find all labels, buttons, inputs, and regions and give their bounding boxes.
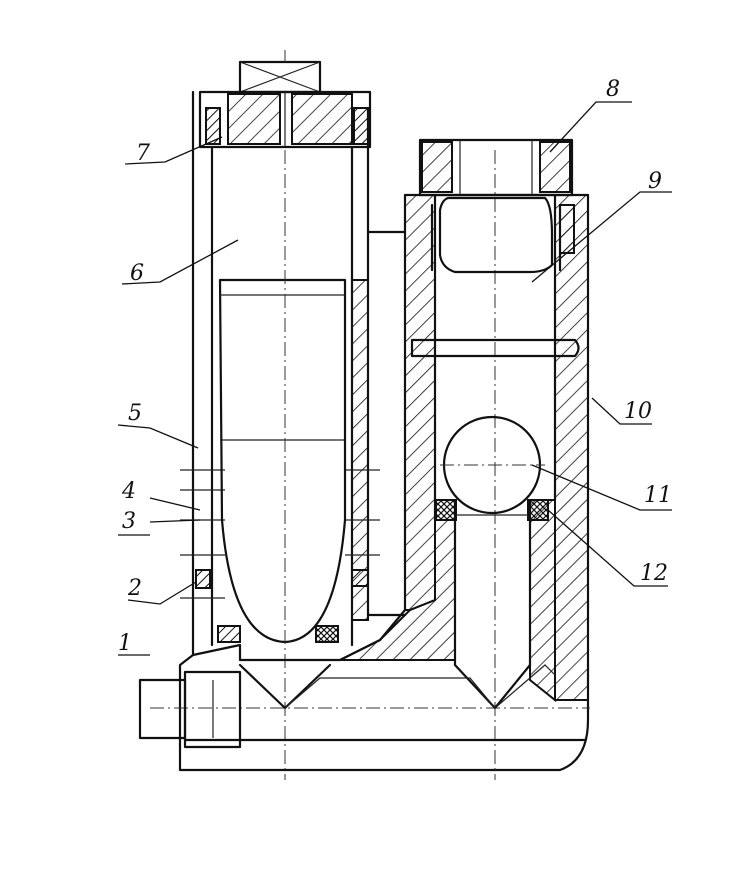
callout-8: 8: [549, 77, 632, 153]
pump-body: [178, 150, 590, 780]
svg-text:4: 4: [121, 479, 136, 504]
svg-text:10: 10: [624, 399, 652, 424]
svg-text:11: 11: [644, 483, 672, 508]
base-passage: [138, 663, 590, 749]
pump-top-nut: [418, 138, 574, 197]
callout-11: 11: [531, 464, 672, 511]
callout-10: 10: [591, 397, 652, 425]
callout-1: 1: [118, 631, 150, 656]
plunger: [217, 150, 347, 780]
svg-text:2: 2: [127, 576, 142, 601]
callout-4: 4: [121, 479, 201, 511]
large-cylinder-body: [180, 90, 380, 657]
callout-6: 6: [121, 239, 239, 286]
check-valve: [435, 415, 549, 521]
svg-text:5: 5: [128, 401, 142, 426]
svg-text:8: 8: [606, 77, 620, 102]
callout-3: 3: [118, 509, 201, 536]
pump-piston: [430, 196, 575, 274]
svg-text:3: 3: [122, 509, 136, 534]
callout-2: 2: [127, 576, 197, 605]
callout-7: 7: [124, 136, 223, 166]
callout-12: 12: [547, 509, 668, 587]
ram-head: [198, 90, 372, 149]
svg-text:9: 9: [648, 169, 662, 194]
svg-text:12: 12: [640, 561, 668, 586]
cross-pin: [410, 338, 580, 358]
callout-9: 9: [531, 169, 672, 283]
callout-5: 5: [117, 401, 199, 449]
svg-text:1: 1: [118, 631, 132, 656]
top-cap-knob: [238, 50, 322, 94]
svg-text:7: 7: [136, 141, 150, 166]
svg-text:6: 6: [130, 261, 144, 286]
